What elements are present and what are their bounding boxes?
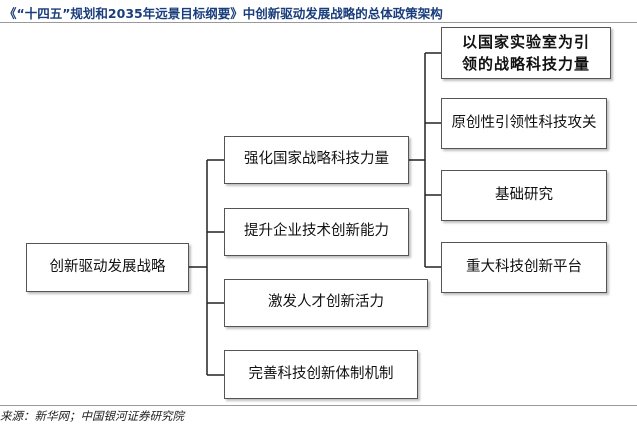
level3-node-platforms: 重大科技创新平台 [441,242,607,293]
level3-node-national-labs: 以国家实验室为引领的战略科技力量 [441,27,611,79]
level3-node-original-research: 原创性引领性科技攻关 [441,98,607,149]
level2-node-talent: 激发人才创新活力 [224,279,428,327]
root-node: 创新驱动发展战略 [26,243,189,292]
figure-title: 《“十四五”规划和2035年远景目标纲要》中创新驱动发展战略的总体政策架构 [4,6,443,21]
level2-node-label: 提升企业技术创新能力 [244,223,389,240]
title-divider [0,22,637,23]
source-note: 来源：新华网；中国银河证券研究院 [0,409,184,423]
level2-node-enterprise-innovation: 提升企业技术创新能力 [224,208,409,256]
footer-divider [0,405,637,406]
root-node-label: 创新驱动发展战略 [49,258,166,275]
level3-node-label: 以国家实验室为引领的战略科技力量 [461,32,590,74]
level2-node-strategic-tech: 强化国家战略科技力量 [224,136,409,184]
level3-node-label: 重大科技创新平台 [466,258,582,275]
level3-node-label: 基础研究 [495,186,553,203]
level3-node-label: 原创性引领性科技攻关 [451,114,597,131]
level3-node-basic-research: 基础研究 [441,170,607,221]
level2-node-label: 激发人才创新活力 [268,294,384,311]
level2-node-institutions: 完善科技创新体制机制 [224,350,418,399]
level2-node-label: 完善科技创新体制机制 [248,365,394,382]
level2-node-label: 强化国家战略科技力量 [244,151,389,168]
